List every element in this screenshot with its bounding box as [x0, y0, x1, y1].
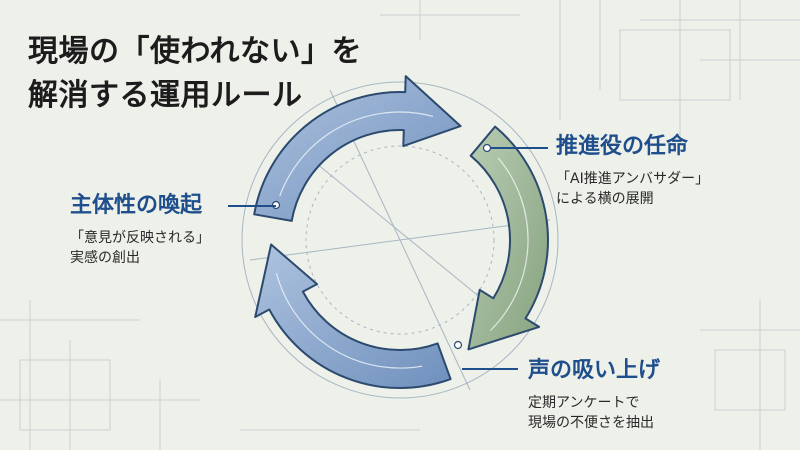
arrow-highlight	[490, 157, 529, 331]
arrow-highlight	[279, 111, 434, 197]
step-title: 推進役の任命	[556, 134, 689, 159]
step-description: 定期アンケートで 現場の不便さを抽出	[528, 393, 660, 433]
step-description: 「意見が反映される」 実感の創出	[70, 228, 210, 268]
step-label-ambassador: 推進役の任命 「AI推進アンバサダー」 による横の展開	[556, 133, 709, 209]
step-title: 主体性の喚起	[70, 193, 203, 218]
step-desc-line: 「意見が反映される」	[70, 230, 210, 246]
slide-title: 現場の「使われない」を 解消する運用ルール	[28, 30, 362, 118]
step-desc-line: 現場の不便さを抽出	[528, 415, 654, 431]
title-line-2: 解消する運用ルール	[28, 78, 303, 113]
step-title: 声の吸い上げ	[528, 358, 661, 383]
step-desc-line: 定期アンケートで	[528, 395, 640, 411]
cycle-arrow-right	[467, 125, 549, 351]
cycle-arrow-bottom	[254, 243, 452, 390]
step-desc-line: による横の展開	[556, 191, 654, 207]
step-label-survey: 声の吸い上げ 定期アンケートで 現場の不便さを抽出	[528, 357, 660, 433]
step-description: 「AI推進アンバサダー」 による横の展開	[556, 169, 709, 209]
step-label-ownership: 主体性の喚起 「意見が反映される」 実感の創出	[70, 192, 210, 268]
step-desc-line: 実感の創出	[70, 250, 140, 266]
leader-line-bottom-right	[462, 368, 518, 370]
leader-line-left	[228, 205, 276, 207]
leader-line-top-right	[490, 147, 548, 149]
cycle-arrows	[253, 75, 549, 390]
arrow-highlight	[275, 272, 423, 369]
title-line-1: 現場の「使われない」を	[28, 34, 362, 69]
step-desc-line: 「AI推進アンバサダー」	[556, 171, 710, 187]
